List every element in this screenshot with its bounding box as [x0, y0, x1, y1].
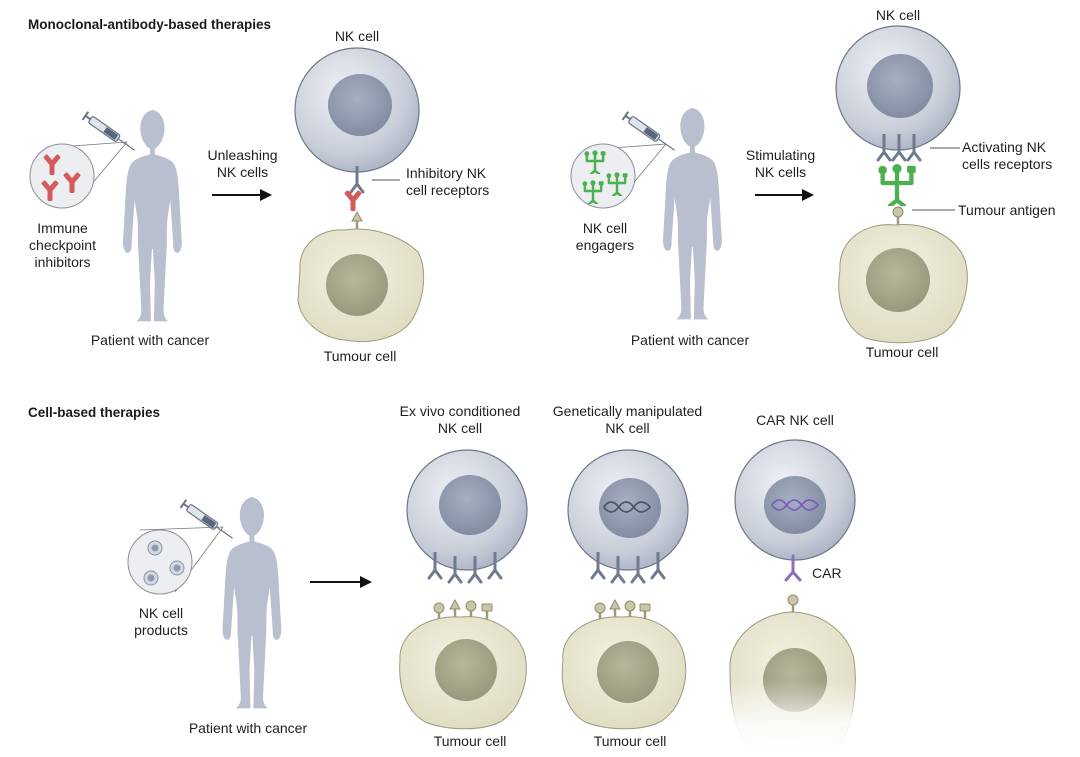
nk-cell	[835, 25, 961, 151]
nk-product-cell-icon	[143, 540, 185, 586]
label-line: products	[134, 622, 188, 638]
nk-cell-label: NK cell	[334, 28, 380, 44]
patient-label: Patient with cancer	[188, 720, 308, 736]
tumour-cell-label: Tumour cell	[593, 733, 667, 749]
arrow-right-icon	[755, 189, 814, 201]
patient-silhouette-icon	[662, 107, 722, 320]
syringe-icon	[621, 110, 679, 156]
label-line: Activating NK	[962, 139, 1047, 155]
inhibitory-receptor-label: Inhibitory NK cell receptors	[406, 165, 526, 199]
drug-label-nk-engagers: NK cell engagers	[565, 220, 645, 254]
activating-receptor-label: Activating NK cells receptors	[962, 139, 1080, 173]
engager-bound-icon	[878, 164, 915, 206]
car-label: CAR	[812, 565, 842, 581]
drug-label-checkpoint-inhibitors: Immune checkpoint inhibitors	[20, 220, 105, 271]
label-line: NK cells	[754, 164, 807, 180]
label-line: Stimulating	[745, 147, 816, 163]
label-line: NK cell	[605, 420, 650, 436]
activating-receptor-icon	[876, 134, 922, 162]
nk-cell-label: NK cell	[875, 7, 921, 23]
label-line: NK cell	[138, 605, 184, 621]
label-line: checkpoint	[29, 237, 96, 253]
product-title-ex-vivo: Ex vivo conditioned NK cell	[385, 403, 535, 437]
tumour-cell	[838, 224, 968, 344]
label-line: engagers	[575, 237, 635, 253]
patient-silhouette-icon	[222, 496, 282, 709]
label-line: inhibitors	[34, 254, 91, 270]
arrow-right-icon	[310, 576, 372, 588]
image-fade-overlay	[730, 680, 860, 757]
tumour-cell-label: Tumour cell	[433, 733, 507, 749]
syringe-icon	[179, 498, 237, 544]
arrow-right-icon	[212, 189, 272, 201]
syringe-icon	[81, 110, 139, 156]
label-line: Inhibitory NK	[406, 165, 487, 181]
patient-silhouette-icon	[122, 109, 182, 322]
label-line: NK cell	[437, 420, 483, 436]
nk-cell	[294, 47, 420, 173]
nk-cell-genetic	[567, 449, 689, 571]
tumour-cell-label: Tumour cell	[865, 344, 939, 360]
patient-label: Patient with cancer	[630, 332, 750, 348]
label-line: NK cell	[582, 220, 628, 236]
zoom-circle-nk-products	[127, 529, 193, 595]
product-title-car: CAR NK cell	[756, 412, 834, 428]
arrow-label-unleashing: Unleashing NK cells	[195, 147, 290, 181]
arrow-label-stimulating: Stimulating NK cells	[733, 147, 828, 181]
label-line: Genetically manipulated	[552, 403, 703, 419]
zoom-circle-antibodies	[29, 143, 95, 209]
label-line: Immune	[37, 220, 88, 236]
label-line: NK cells	[216, 164, 269, 180]
tumour-cell	[399, 616, 527, 730]
tumour-antigen-label: Tumour antigen	[958, 202, 1056, 218]
section-heading-mab: Monoclonal-antibody-based therapies	[28, 17, 272, 32]
nk-cell-ex-vivo	[406, 449, 528, 571]
label-line: Ex vivo conditioned	[399, 403, 521, 419]
label-line: cell receptors	[406, 182, 490, 198]
drug-label-nk-products: NK cell products	[122, 605, 200, 639]
product-title-genetic: Genetically manipulated NK cell	[545, 403, 710, 437]
patient-label: Patient with cancer	[90, 332, 210, 348]
checkpoint-antibody-icon	[344, 189, 362, 211]
tumour-cell	[561, 616, 687, 730]
car-receptor-icon	[784, 554, 802, 582]
tumour-cell-label: Tumour cell	[323, 348, 397, 364]
label-line: Unleashing	[207, 147, 278, 163]
tumour-cell	[297, 228, 425, 343]
section-heading-cell: Cell-based therapies	[28, 405, 161, 420]
label-line: cells receptors	[962, 156, 1053, 172]
